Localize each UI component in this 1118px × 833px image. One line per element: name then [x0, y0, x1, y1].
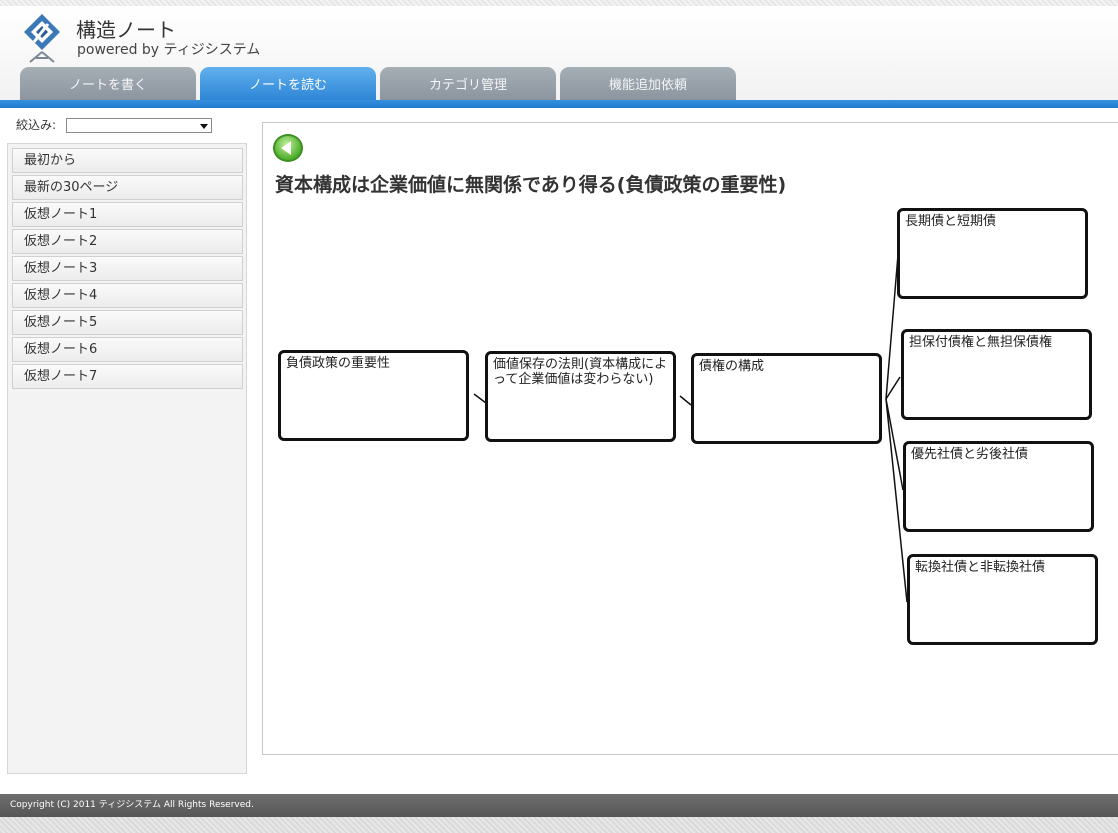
sidebar: 最初から 最新の30ページ 仮想ノート1 仮想ノート2 仮想ノート3 仮想ノート…: [7, 143, 247, 774]
sidebar-item-note-6[interactable]: 仮想ノート6: [12, 337, 243, 362]
back-button[interactable]: [273, 134, 303, 162]
node-bond-structure[interactable]: 債権の構成: [691, 353, 882, 444]
connector-1-2: [473, 393, 487, 404]
sidebar-item-latest-30[interactable]: 最新の30ページ: [12, 175, 243, 200]
nav-bar-underline: [0, 100, 1118, 108]
connector-3-4: [885, 254, 899, 400]
node-value-conservation[interactable]: 価値保存の法則(資本構成によって企業価値は変わらない): [485, 351, 676, 442]
filter-label: 絞込み:: [16, 118, 57, 132]
connector-3-5: [885, 376, 901, 400]
sidebar-item-note-7[interactable]: 仮想ノート7: [12, 364, 243, 389]
sidebar-item-note-4[interactable]: 仮想ノート4: [12, 283, 243, 308]
chevron-down-icon: [200, 124, 208, 129]
node-secured-unsecured[interactable]: 担保付債権と無担保債権: [901, 329, 1092, 420]
footer-stripe: [0, 817, 1118, 833]
footer: Copyright (C) 2011 ティジシステム All Rights Re…: [0, 794, 1118, 817]
page-title: 資本構成は企業価値に無関係であり得る(負債政策の重要性): [275, 174, 787, 196]
connector-2-3: [679, 395, 692, 406]
top-stripe: [0, 0, 1118, 6]
connector-3-6: [885, 398, 904, 491]
sidebar-item-note-2[interactable]: 仮想ノート2: [12, 229, 243, 254]
sidebar-item-note-1[interactable]: 仮想ノート1: [12, 202, 243, 227]
tab-read-note[interactable]: ノートを読む: [200, 67, 376, 100]
app-logo-icon: [24, 14, 60, 63]
node-senior-subordinated[interactable]: 優先社債と劣後社債: [903, 441, 1094, 532]
sidebar-item-from-start[interactable]: 最初から: [12, 148, 243, 173]
node-debt-policy[interactable]: 負債政策の重要性: [278, 350, 469, 441]
filter-select[interactable]: [66, 118, 212, 133]
node-convertible[interactable]: 転換社債と非転換社債: [907, 554, 1098, 645]
tab-feature-request[interactable]: 機能追加依頼: [560, 67, 736, 100]
connector-3-7: [885, 398, 908, 603]
node-long-short-term[interactable]: 長期債と短期債: [897, 208, 1088, 299]
back-arrow-icon: [281, 141, 291, 155]
tab-category-management[interactable]: カテゴリ管理: [380, 67, 556, 100]
tab-write-note[interactable]: ノートを書く: [20, 67, 196, 100]
app-subtitle: powered by ティジシステム: [77, 42, 261, 58]
header: 構造ノート powered by ティジシステム ノートを書く ノートを読む カ…: [0, 6, 1118, 100]
sidebar-item-note-5[interactable]: 仮想ノート5: [12, 310, 243, 335]
app-title: 構造ノート: [76, 18, 176, 42]
sidebar-item-note-3[interactable]: 仮想ノート3: [12, 256, 243, 281]
